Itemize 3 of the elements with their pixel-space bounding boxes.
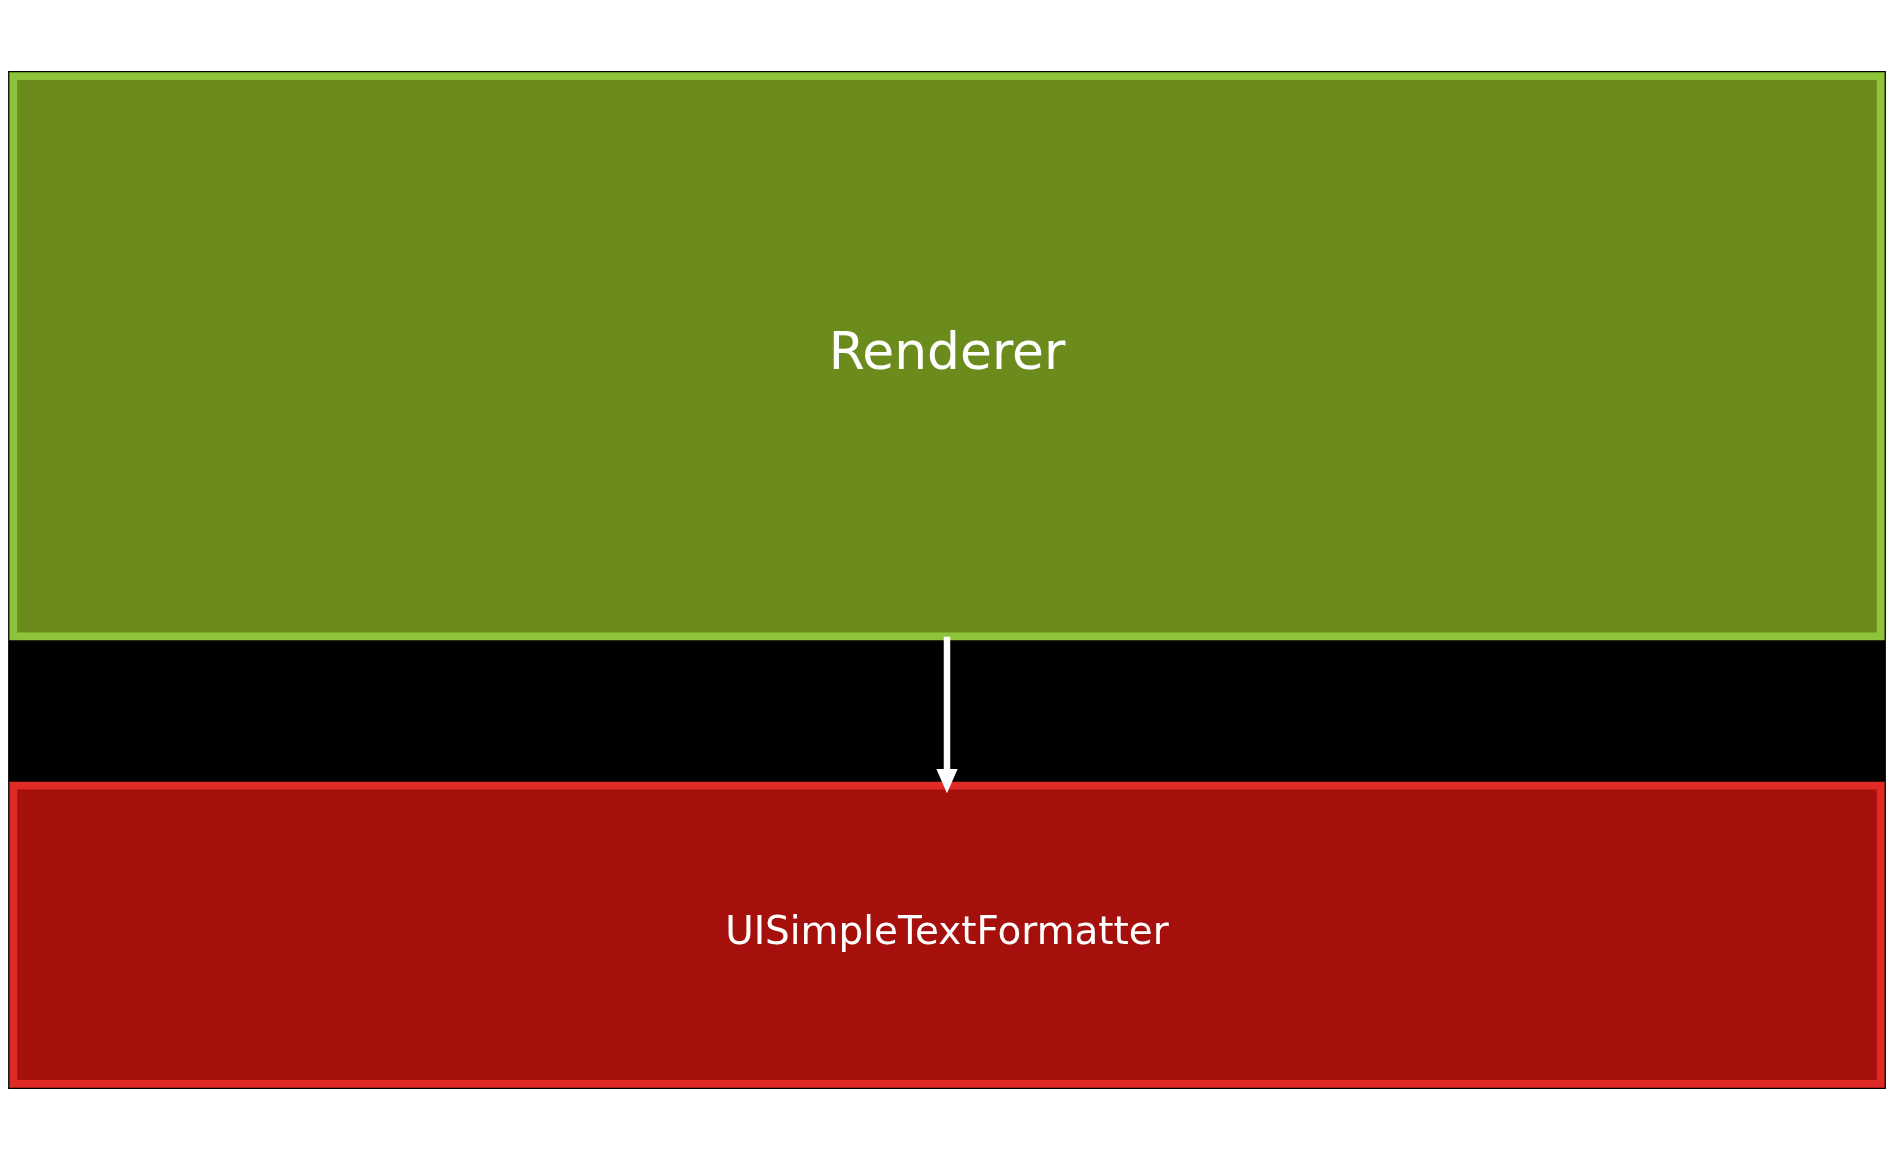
node-box: Renderer	[9, 72, 1885, 641]
node-box: UISimpleTextFormatter	[9, 781, 1885, 1088]
arrow	[936, 636, 958, 794]
